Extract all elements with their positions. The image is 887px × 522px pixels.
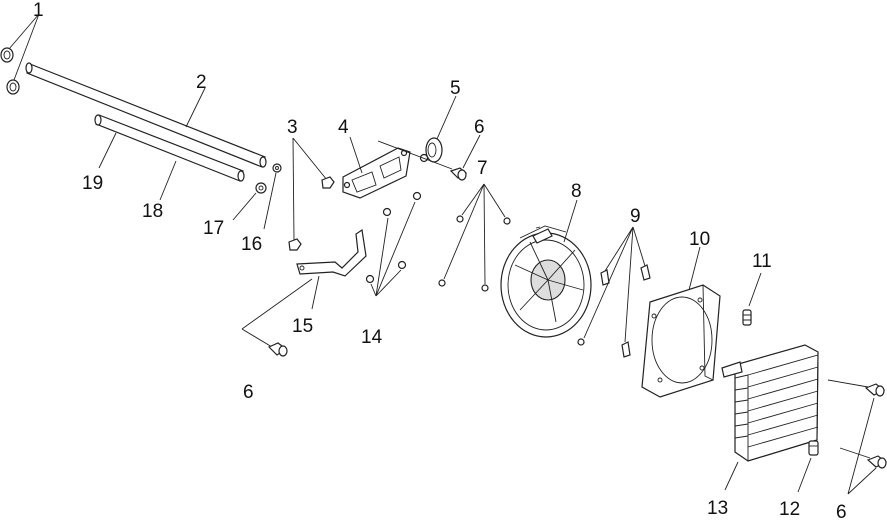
leader-12 — [797, 457, 812, 493]
leader-10 — [688, 246, 701, 291]
callout-7: 7 — [477, 158, 488, 179]
leader-13 — [724, 461, 739, 491]
leader-5 — [436, 95, 457, 140]
leader-2 — [185, 87, 206, 128]
part-8-fan — [500, 225, 592, 338]
part-15-bracket — [296, 228, 367, 277]
callout-6-upper: 6 — [474, 117, 485, 138]
leader-19 — [98, 132, 117, 169]
part-1-clamps — [0, 47, 20, 95]
part-10-shroud — [641, 284, 721, 398]
part-11-fitting — [742, 309, 752, 326]
callout-4: 4 — [338, 117, 349, 138]
leader-18 — [159, 160, 177, 201]
leader-6-right — [847, 397, 877, 495]
callout-1: 1 — [33, 0, 44, 21]
leader-11 — [748, 272, 762, 307]
leader-17 — [232, 192, 257, 221]
callout-15: 15 — [292, 316, 313, 337]
callout-6-lower: 6 — [243, 382, 254, 403]
leader-3 — [292, 137, 328, 241]
callout-16: 16 — [241, 234, 262, 255]
leader-16 — [263, 172, 277, 230]
callout-5: 5 — [450, 78, 461, 99]
callout-11: 11 — [752, 251, 772, 272]
callout-2: 2 — [196, 72, 207, 93]
part-6-bolt-upper — [449, 167, 468, 181]
leader-9 — [583, 226, 646, 343]
callout-14: 14 — [361, 327, 383, 348]
part-7-clips — [438, 215, 511, 292]
leader-4 — [349, 136, 363, 174]
part-12-fitting — [808, 440, 819, 456]
part-3-nuts — [288, 176, 335, 251]
callout-17: 17 — [203, 218, 224, 239]
leader-1 — [8, 13, 40, 81]
leader-6-lower — [241, 278, 313, 351]
part-14-fasteners — [365, 191, 422, 284]
callout-12: 12 — [779, 499, 800, 520]
leader-6-upper — [462, 134, 481, 169]
callout-19: 19 — [82, 173, 103, 194]
leader-7 — [443, 183, 506, 285]
leader-14 — [370, 201, 416, 297]
part-16-17-clamps — [255, 163, 282, 194]
part-19-hose — [94, 114, 245, 182]
part-13-cooler — [721, 344, 819, 462]
callout-10: 10 — [689, 229, 710, 250]
part-6-bolts-right — [864, 383, 887, 469]
callout-13: 13 — [707, 498, 728, 519]
axis-line-5 — [377, 140, 453, 170]
part-6-bolt-left — [267, 342, 288, 357]
part-2-hose — [25, 62, 267, 168]
callout-6-right: 6 — [836, 502, 847, 522]
callout-9: 9 — [630, 206, 641, 227]
callout-8: 8 — [571, 181, 582, 202]
part-4-bracket — [342, 147, 411, 199]
callout-3: 3 — [287, 117, 298, 138]
leader-8 — [563, 199, 578, 243]
axis-lines-6 — [827, 379, 871, 459]
leader-15 — [311, 275, 320, 310]
callout-18: 18 — [142, 201, 163, 222]
